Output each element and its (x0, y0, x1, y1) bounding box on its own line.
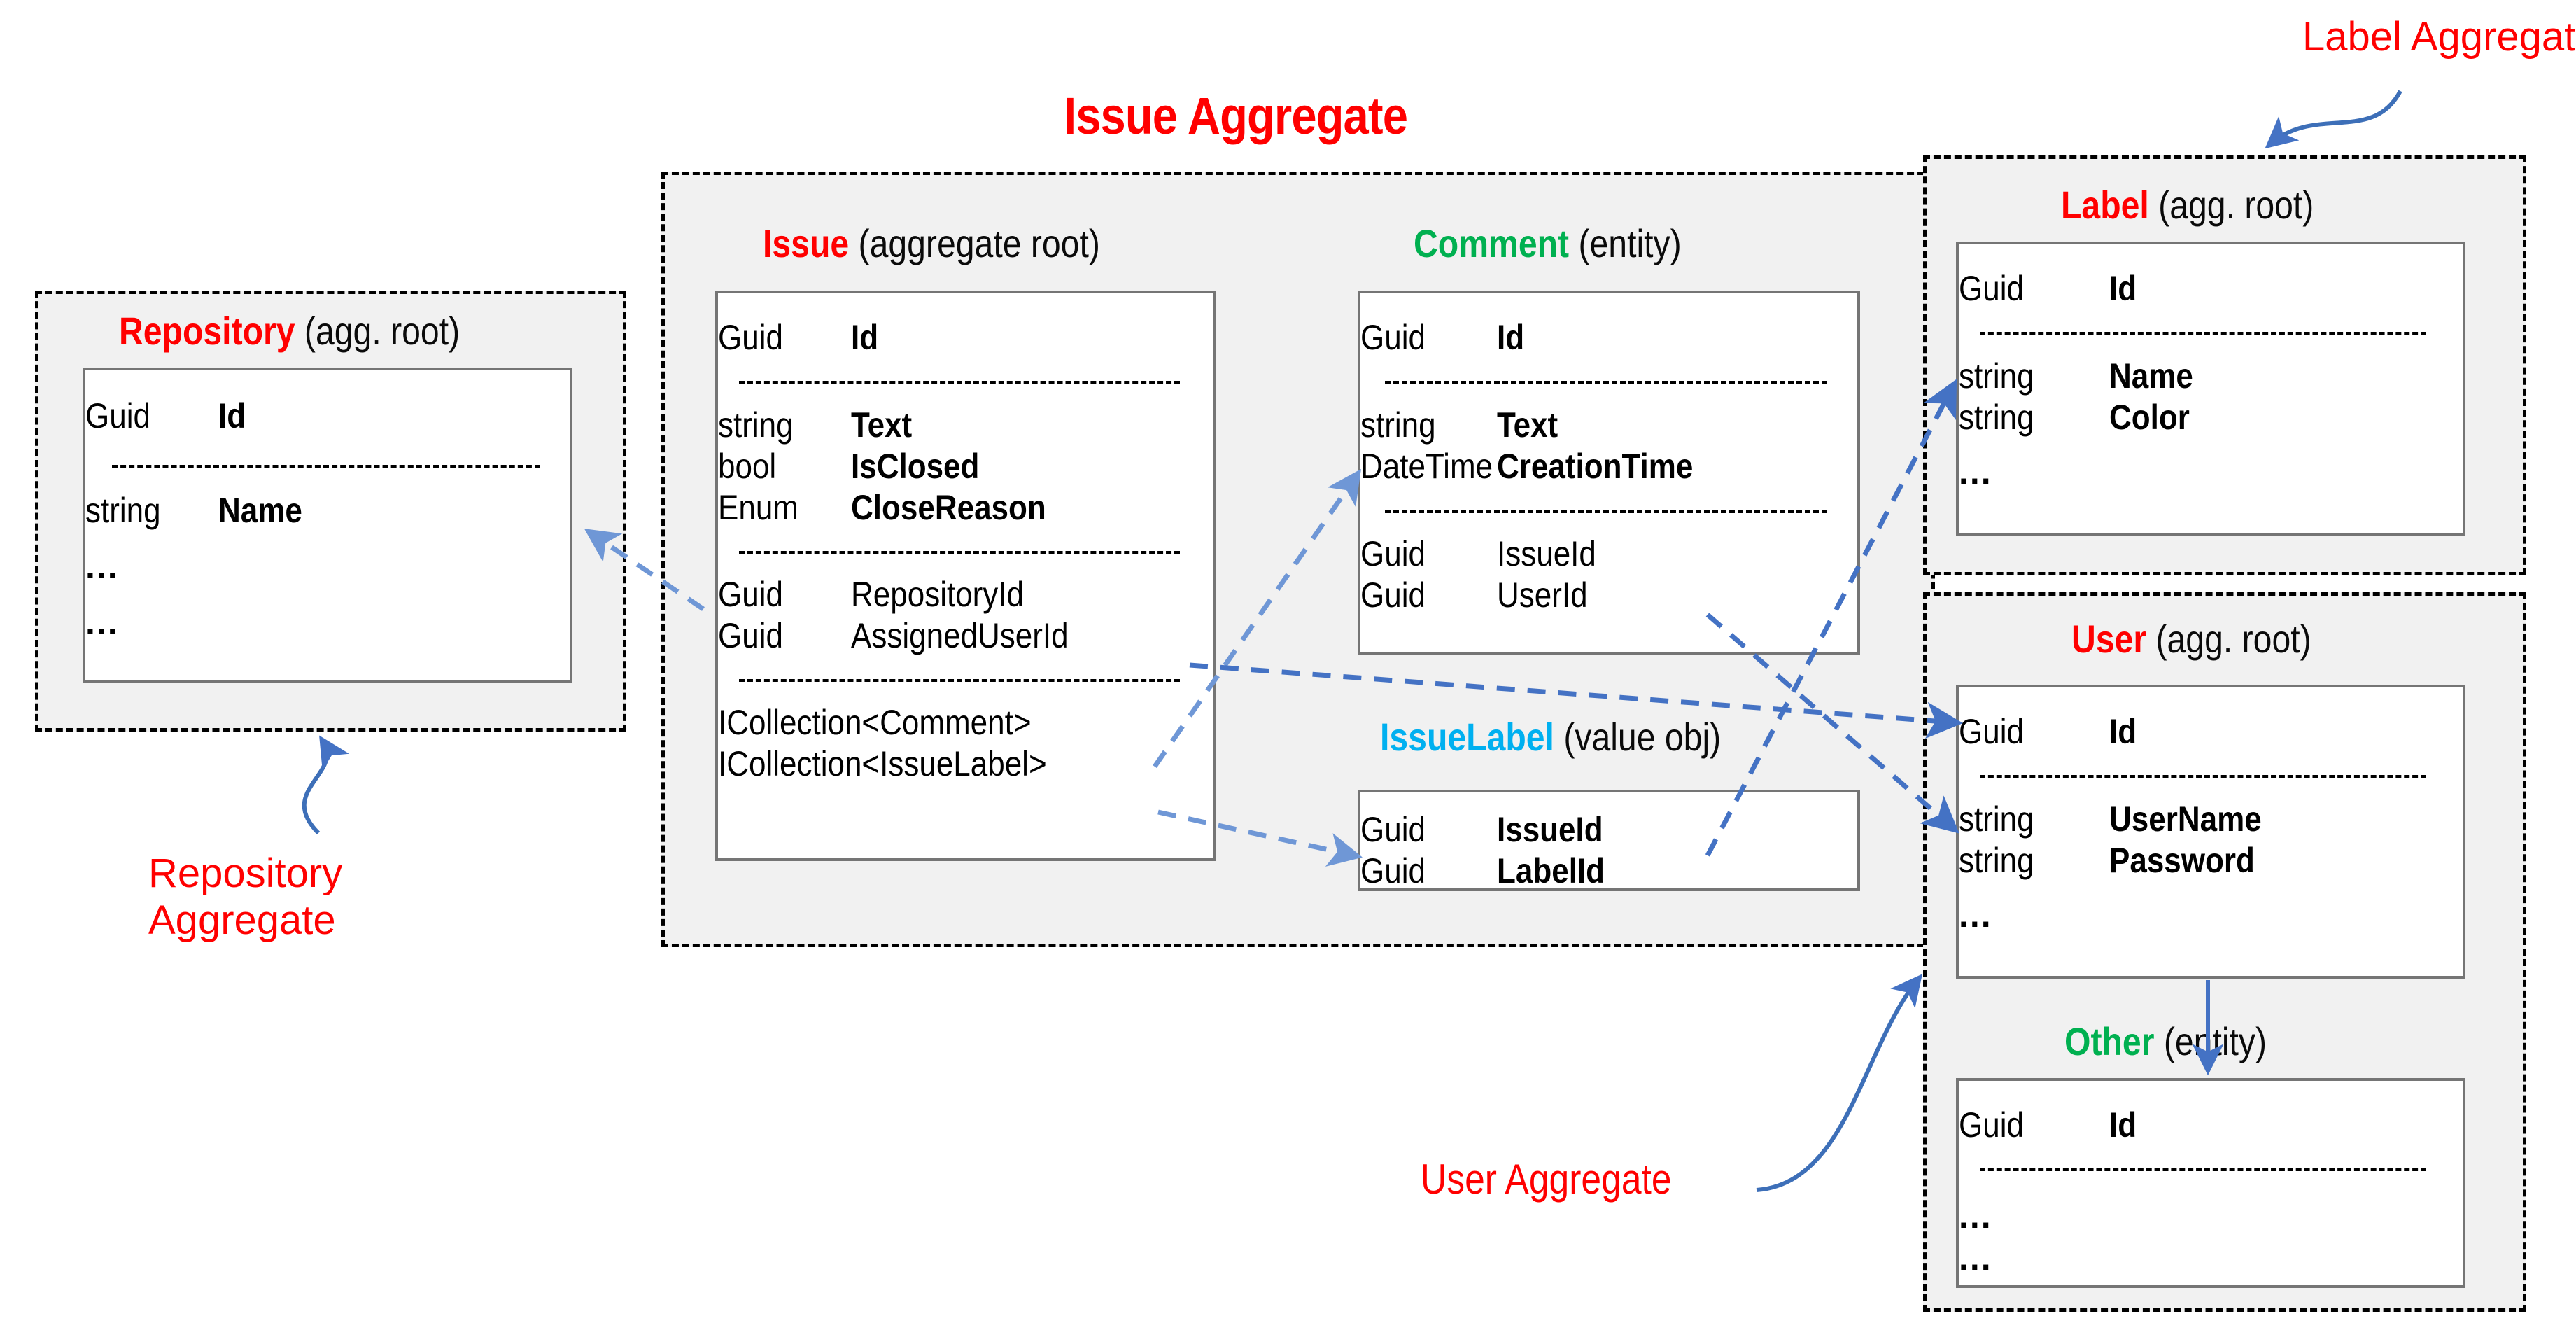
issue-row-2-type: string (718, 405, 794, 445)
comment-row-6-type: Guid (1360, 575, 1426, 615)
label-row-3-type: string (1959, 398, 2034, 437)
comment-row-0-type: Guid (1360, 318, 1426, 357)
issuelabel-card[interactable]: Guid IssueId Guid LabelId (1358, 790, 1860, 891)
issuelabel-row-0-type: Guid (1360, 810, 1426, 849)
issue-row-4-member: CloseReason (851, 488, 1046, 527)
label-row-0-member: Id (2109, 269, 2137, 308)
issuelabel-entity-kind: (value obj) (1563, 715, 1722, 759)
user-entity-kind: (agg. root) (2155, 617, 2311, 661)
repository-row-4-ellipsis: ... (85, 603, 119, 642)
issue-entity-name: Issue (763, 221, 850, 265)
comment-row-3-type: DateTime (1360, 447, 1493, 486)
issuelabel-card-title: IssueLabel (value obj) (1380, 718, 1721, 757)
issue-row-9-member: ICollection<Comment> (718, 703, 1032, 742)
other-row-3-ellipsis: ... (1959, 1238, 1992, 1278)
repository-row-3-ellipsis: ... (85, 547, 119, 586)
label-row-3-member: Color (2109, 398, 2190, 437)
other-entity-kind: (entity) (2163, 1019, 2267, 1063)
user-row-3-member: Password (2109, 841, 2255, 880)
label-row-4-ellipsis: ... (1959, 452, 1992, 491)
issuelabel-row-1-member: LabelId (1497, 851, 1605, 890)
issue-separator-5 (739, 551, 1180, 554)
label-card[interactable]: Guid Id string Name string Color ... (1956, 242, 2465, 536)
other-entity-name: Other (2064, 1019, 2155, 1063)
user-row-2-type: string (1959, 799, 2034, 839)
issue-row-4-type: Enum (718, 488, 798, 527)
repository-separator-1 (112, 465, 540, 468)
label-entity-kind: (agg. root) (2158, 183, 2314, 227)
issue-row-3-type: bool (718, 447, 777, 486)
comment-separator-1 (1385, 381, 1827, 384)
comment-row-6-member: UserId (1497, 575, 1588, 615)
issuelabel-entity-name: IssueLabel (1380, 715, 1554, 759)
repository-entity-kind: (agg. root) (304, 309, 460, 353)
issue-row-6-type: Guid (718, 575, 783, 614)
comment-row-5-member: IssueId (1497, 534, 1596, 573)
issue-card[interactable]: Guid Id string Text bool IsClosed Enum C… (715, 291, 1216, 861)
comment-card-title: Comment (entity) (1414, 224, 1682, 263)
user-separator-1 (1980, 775, 2426, 778)
user-row-0-member: Id (2109, 712, 2137, 751)
other-row-2-ellipsis: ... (1959, 1196, 1992, 1236)
label-card-title: Label (agg. root) (2061, 186, 2314, 225)
issue-row-3-member: IsClosed (851, 447, 980, 486)
comment-row-5-type: Guid (1360, 534, 1426, 573)
label-row-2-type: string (1959, 356, 2034, 396)
comment-separator-4 (1385, 510, 1827, 513)
repository-row-2-type: string (85, 491, 161, 530)
issue-row-7-member: AssignedUserId (851, 616, 1069, 655)
user-row-2-member: UserName (2109, 799, 2262, 839)
comment-card[interactable]: Guid Id string Text DateTime CreationTim… (1358, 291, 1860, 655)
repository-row-2-member: Name (218, 491, 302, 530)
other-card-title: Other (entity) (2064, 1022, 2267, 1061)
other-row-0-type: Guid (1959, 1105, 2024, 1145)
leader-repository-aggregate (302, 735, 349, 835)
comment-row-2-member: Text (1497, 405, 1558, 445)
user-row-4-ellipsis: ... (1959, 895, 1992, 935)
comment-row-2-type: string (1360, 405, 1436, 445)
issuelabel-row-0-member: IssueId (1497, 810, 1603, 849)
issuelabel-row-1-type: Guid (1360, 851, 1426, 890)
label-separator-1 (1980, 332, 2426, 335)
repository-row-0-type: Guid (85, 396, 150, 435)
repository-entity-name: Repository (119, 309, 295, 353)
leader-label-aggregate (2265, 90, 2402, 149)
other-separator-1 (1980, 1168, 2426, 1171)
issue-row-7-type: Guid (718, 616, 783, 655)
annotation-label-aggregate: Label Aggregate (2302, 14, 2576, 60)
user-row-0-type: Guid (1959, 712, 2024, 751)
repository-row-0-member: Id (218, 396, 246, 435)
repository-card[interactable]: Guid Id string Name ... ... (83, 368, 572, 683)
issue-separator-8 (739, 679, 1180, 682)
issue-row-6-member: RepositoryId (851, 575, 1025, 614)
issue-separator-1 (739, 381, 1180, 384)
leader-user-aggregate (1756, 974, 1923, 1192)
issue-card-title: Issue (aggregate root) (763, 224, 1100, 263)
comment-entity-name: Comment (1414, 221, 1570, 265)
comment-row-0-member: Id (1497, 318, 1525, 357)
issue-entity-kind: (aggregate root) (858, 221, 1100, 265)
label-row-0-type: Guid (1959, 269, 2024, 308)
annotation-user-aggregate: User Aggregate (1421, 1156, 1672, 1203)
issue-row-0-type: Guid (718, 318, 783, 357)
user-card-title: User (agg. root) (2071, 620, 2311, 659)
comment-entity-kind: (entity) (1578, 221, 1682, 265)
annotation-repository-aggregate: Repository Aggregate (148, 851, 343, 943)
label-row-2-member: Name (2109, 356, 2193, 396)
page-title: Issue Aggregate (1064, 87, 1408, 145)
other-card[interactable]: Guid Id ... ... (1956, 1078, 2465, 1288)
user-row-3-type: string (1959, 841, 2034, 880)
issue-row-0-member: Id (851, 318, 879, 357)
label-entity-name: Label (2061, 183, 2149, 227)
comment-row-3-member: CreationTime (1497, 447, 1694, 486)
issue-row-2-member: Text (851, 405, 913, 445)
repository-card-title: Repository (agg. root) (119, 312, 460, 351)
user-entity-name: User (2071, 617, 2147, 661)
issue-row-10-member: ICollection<IssueLabel> (718, 744, 1047, 783)
user-card[interactable]: Guid Id string UserName string Password … (1956, 685, 2465, 979)
other-row-0-member: Id (2109, 1105, 2137, 1145)
